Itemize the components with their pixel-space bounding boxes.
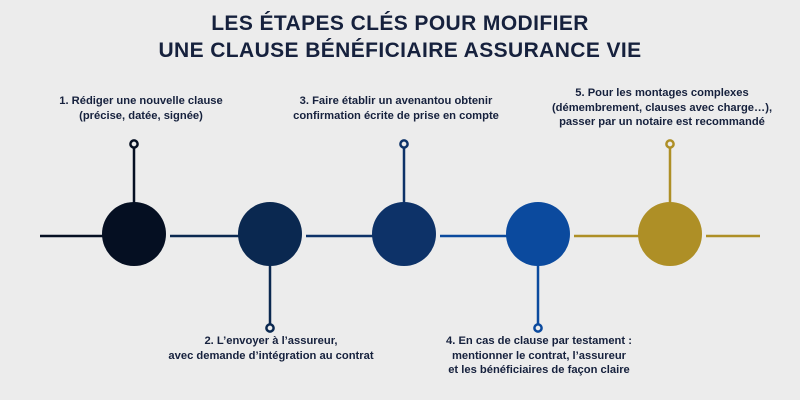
step-node-3[interactable] [372,202,436,266]
step-node-5[interactable] [638,202,702,266]
title-line-1: LES ÉTAPES CLÉS POUR MODIFIER [211,12,589,35]
stem-ring-4 [533,323,543,333]
step-label-2: 2. L’envoyer à l’assureur, avec demande … [168,335,374,362]
stem-ring-2 [265,323,275,333]
step-label-1: 1. Rédiger une nouvelle clause (précise,… [59,95,223,122]
step-label-5: 5. Pour les montages complexes (démembre… [551,87,773,128]
step-node-1[interactable] [102,202,166,266]
stem-ring-3 [399,139,409,149]
step-node-2[interactable] [238,202,302,266]
step-label-3: 3. Faire établir un avenantou obtenir co… [293,95,499,122]
step-label-4: 4. En cas de clause par testament : ment… [446,335,632,376]
step-node-4[interactable] [506,202,570,266]
stem-ring-5 [665,139,675,149]
page-title: LES ÉTAPES CLÉS POUR MODIFIER UNE CLAUSE… [0,10,800,64]
stem-ring-1 [129,139,139,149]
title-line-2: UNE CLAUSE BÉNÉFICIAIRE ASSURANCE VIE [158,39,642,62]
